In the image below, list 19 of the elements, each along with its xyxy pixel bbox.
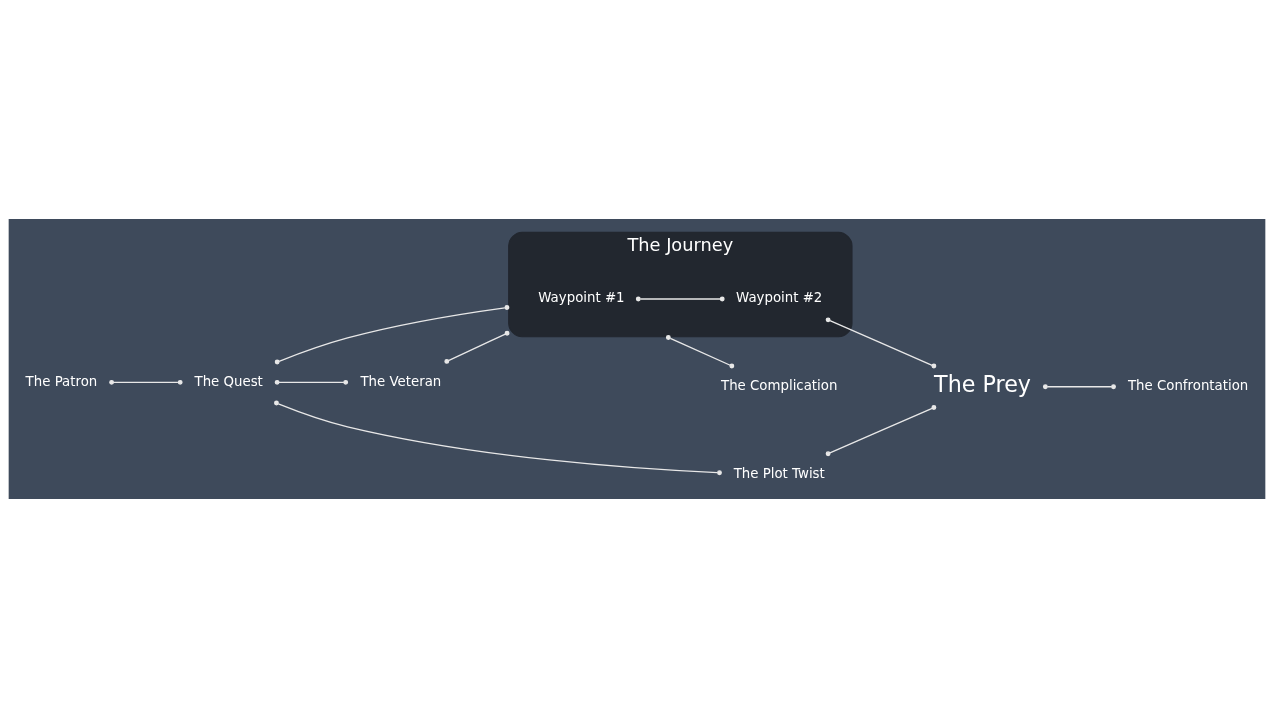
node-text: The Veteran <box>360 373 442 389</box>
connector <box>635 296 725 302</box>
node-text: The Prey <box>934 371 1031 398</box>
connector <box>274 305 510 365</box>
node-text: The Plot Twist <box>733 466 825 481</box>
node-text: The Quest <box>194 373 263 389</box>
connector <box>825 405 937 457</box>
node-text: Waypoint #1 <box>538 290 625 306</box>
node-text: The Patron <box>25 373 98 389</box>
connector <box>825 317 937 369</box>
connector <box>109 379 183 385</box>
node-text: Waypoint #2 <box>736 290 823 306</box>
connector <box>1042 384 1116 390</box>
node-text: The Confrontation <box>1127 378 1249 394</box>
connector <box>274 379 349 385</box>
connector <box>274 400 722 476</box>
node-text: The Complication <box>721 378 838 394</box>
connector <box>444 330 510 364</box>
connector <box>665 335 735 369</box>
